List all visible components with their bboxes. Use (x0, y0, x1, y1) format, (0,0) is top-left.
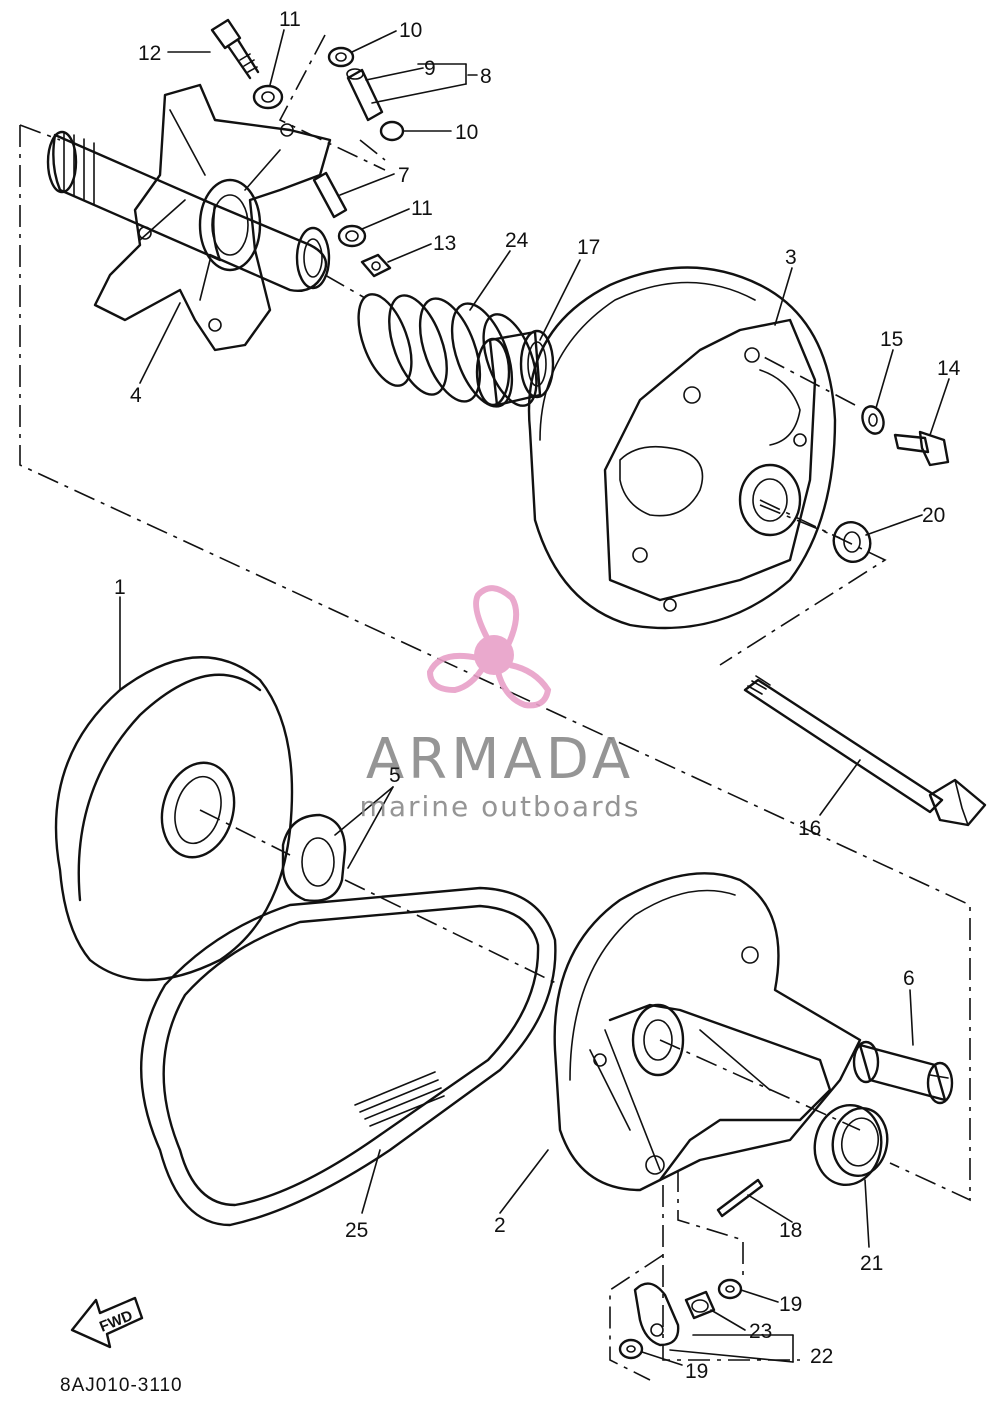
callout-6: 6 (903, 967, 915, 990)
callout-8: 8 (480, 65, 492, 88)
callout-21: 21 (860, 1252, 883, 1275)
callout-19-upper: 19 (779, 1293, 802, 1316)
weight-arm-22 (618, 1278, 743, 1360)
fasteners-right (832, 405, 950, 563)
callout-10-lower: 10 (455, 121, 478, 144)
callout-9: 9 (424, 57, 436, 80)
brand-tagline: marine outboards (360, 790, 641, 823)
brand-name: ARMADA (366, 727, 634, 792)
callout-2: 2 (494, 1214, 506, 1237)
callout-14: 14 (937, 357, 961, 380)
callout-7: 7 (398, 164, 410, 187)
callout-24: 24 (505, 229, 529, 252)
drive-belt-25 (140, 886, 557, 1227)
callout-16: 16 (798, 817, 821, 840)
armada-watermark: ARMADA marine outboards (360, 585, 641, 823)
drawing-code: 8AJ010-3110 (60, 1375, 183, 1396)
small-parts-upper (252, 46, 405, 278)
sheave-hub (46, 83, 332, 352)
callout-23: 23 (749, 1320, 772, 1343)
sleeve-6 (852, 1040, 954, 1105)
spring-24 (357, 293, 538, 408)
callout-10-top: 10 (399, 19, 422, 42)
sheave-assembly-2 (553, 872, 862, 1192)
callout-13: 13 (433, 232, 456, 255)
callout-4: 4 (130, 384, 142, 407)
sheave-cover-3 (527, 266, 837, 630)
collar-5 (281, 813, 347, 902)
callout-11-top: 11 (279, 8, 301, 31)
callout-3: 3 (785, 246, 797, 269)
callout-19-lower: 19 (685, 1360, 708, 1383)
callout-20: 20 (922, 504, 945, 527)
leader-lines (119, 29, 950, 1366)
propeller-icon (426, 585, 552, 709)
fixed-sheave-1 (54, 656, 294, 982)
callout-12: 12 (138, 42, 161, 65)
callout-17: 17 (577, 236, 600, 259)
seal-21 (813, 1103, 889, 1187)
forward-direction-arrow: FWD (70, 1296, 144, 1349)
bolt-16 (743, 675, 987, 827)
callout-22: 22 (810, 1345, 833, 1368)
callout-5: 5 (389, 764, 401, 787)
bolt-12 (210, 18, 260, 80)
callout-18: 18 (779, 1219, 802, 1242)
bushing-17 (475, 329, 555, 407)
callout-25: 25 (345, 1219, 368, 1242)
pin-18 (716, 1178, 764, 1218)
assembly-guide-lines (19, 34, 971, 1381)
callout-labels: 1 2 3 4 5 6 7 8 9 10 10 11 11 12 13 14 1… (114, 8, 961, 1383)
callout-11-lower: 11 (411, 197, 433, 220)
callout-1: 1 (114, 576, 126, 599)
callout-15: 15 (880, 328, 903, 351)
